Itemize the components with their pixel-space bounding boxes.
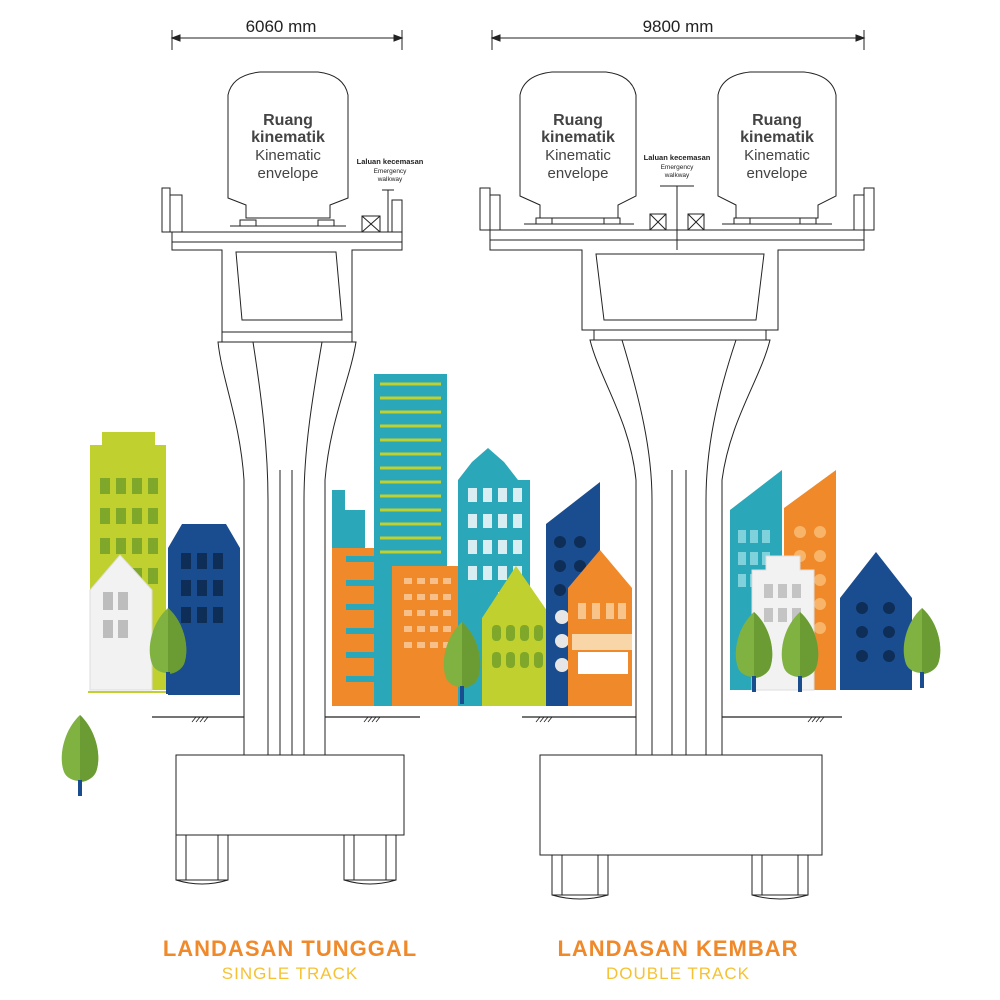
double-track-structure <box>479 71 875 900</box>
svg-text:walkway: walkway <box>377 176 403 183</box>
pile-right <box>343 834 397 881</box>
city-backdrop <box>88 374 912 706</box>
pile-right <box>751 854 809 896</box>
tree-icon <box>903 608 941 688</box>
pile-cap <box>175 754 405 836</box>
trees <box>61 608 941 796</box>
building-lime-gable <box>482 566 552 706</box>
double-envelope-left-text: Ruang kinematik Kinematic envelope <box>541 112 615 182</box>
svg-text:kinematik: kinematik <box>541 129 615 146</box>
building-white-balls <box>555 610 569 672</box>
svg-text:Emergency: Emergency <box>661 164 695 171</box>
building-orange-mid <box>332 548 376 706</box>
pile-left <box>175 834 229 881</box>
building-orange-shop <box>568 550 632 706</box>
single-caption-main: LANDASAN TUNGGAL <box>162 936 418 961</box>
single-caption-sub: SINGLE TRACK <box>221 964 359 983</box>
svg-text:walkway: walkway <box>664 172 690 179</box>
double-walkway-text: Laluan kecemasan Emergency walkway <box>644 153 711 179</box>
svg-text:envelope: envelope <box>548 165 609 182</box>
single-width-label: 6060 mm <box>246 17 317 36</box>
pillar <box>217 341 357 756</box>
box-girder <box>489 239 865 331</box>
svg-text:Laluan kecemasan: Laluan kecemasan <box>644 153 711 162</box>
tree-icon <box>149 608 187 694</box>
deck <box>171 231 403 243</box>
double-track-caption: LANDASAN KEMBAR DOUBLE TRACK <box>508 936 848 984</box>
double-caption-main: LANDASAN KEMBAR <box>557 936 799 961</box>
building-white-house <box>88 554 168 693</box>
ground-hatch <box>191 716 381 723</box>
svg-text:Kinematic: Kinematic <box>744 147 810 164</box>
tree-icon <box>781 612 819 692</box>
pile-left <box>551 854 609 896</box>
kinematic-envelope-left <box>519 71 637 219</box>
single-track-structure <box>152 71 420 885</box>
svg-text:Laluan kecemasan: Laluan kecemasan <box>357 157 424 166</box>
svg-text:Emergency: Emergency <box>374 168 408 175</box>
single-track-caption: LANDASAN TUNGGAL SINGLE TRACK <box>120 936 460 984</box>
single-envelope-text: Ruang kinematik Kinematic envelope <box>251 112 325 182</box>
tree-icon <box>61 715 99 796</box>
double-width-label: 9800 mm <box>643 17 714 36</box>
svg-text:envelope: envelope <box>258 165 319 182</box>
svg-text:Kinematic: Kinematic <box>255 147 321 164</box>
pile-cap <box>539 754 823 856</box>
building-navy-right <box>840 552 912 690</box>
svg-text:Ruang: Ruang <box>752 112 802 129</box>
pillar <box>589 339 771 756</box>
svg-text:Ruang: Ruang <box>263 112 313 129</box>
svg-text:envelope: envelope <box>747 165 808 182</box>
double-envelope-right-text: Ruang kinematik Kinematic envelope <box>740 112 814 182</box>
double-dimension <box>490 30 866 50</box>
ground-hatch <box>535 716 825 723</box>
single-dimension <box>170 30 404 50</box>
tree-icon <box>443 622 481 704</box>
double-caption-sub: DOUBLE TRACK <box>606 964 750 983</box>
kinematic-envelope-right <box>717 71 837 219</box>
svg-text:Kinematic: Kinematic <box>545 147 611 164</box>
tree-icon <box>735 612 773 692</box>
svg-text:kinematik: kinematik <box>251 129 325 146</box>
svg-text:Ruang: Ruang <box>553 112 603 129</box>
single-walkway-text: Laluan kecemasan Emergency walkway <box>357 157 424 183</box>
box-girder <box>171 241 403 333</box>
svg-text:kinematik: kinematik <box>740 129 814 146</box>
kinematic-envelope <box>227 71 349 219</box>
